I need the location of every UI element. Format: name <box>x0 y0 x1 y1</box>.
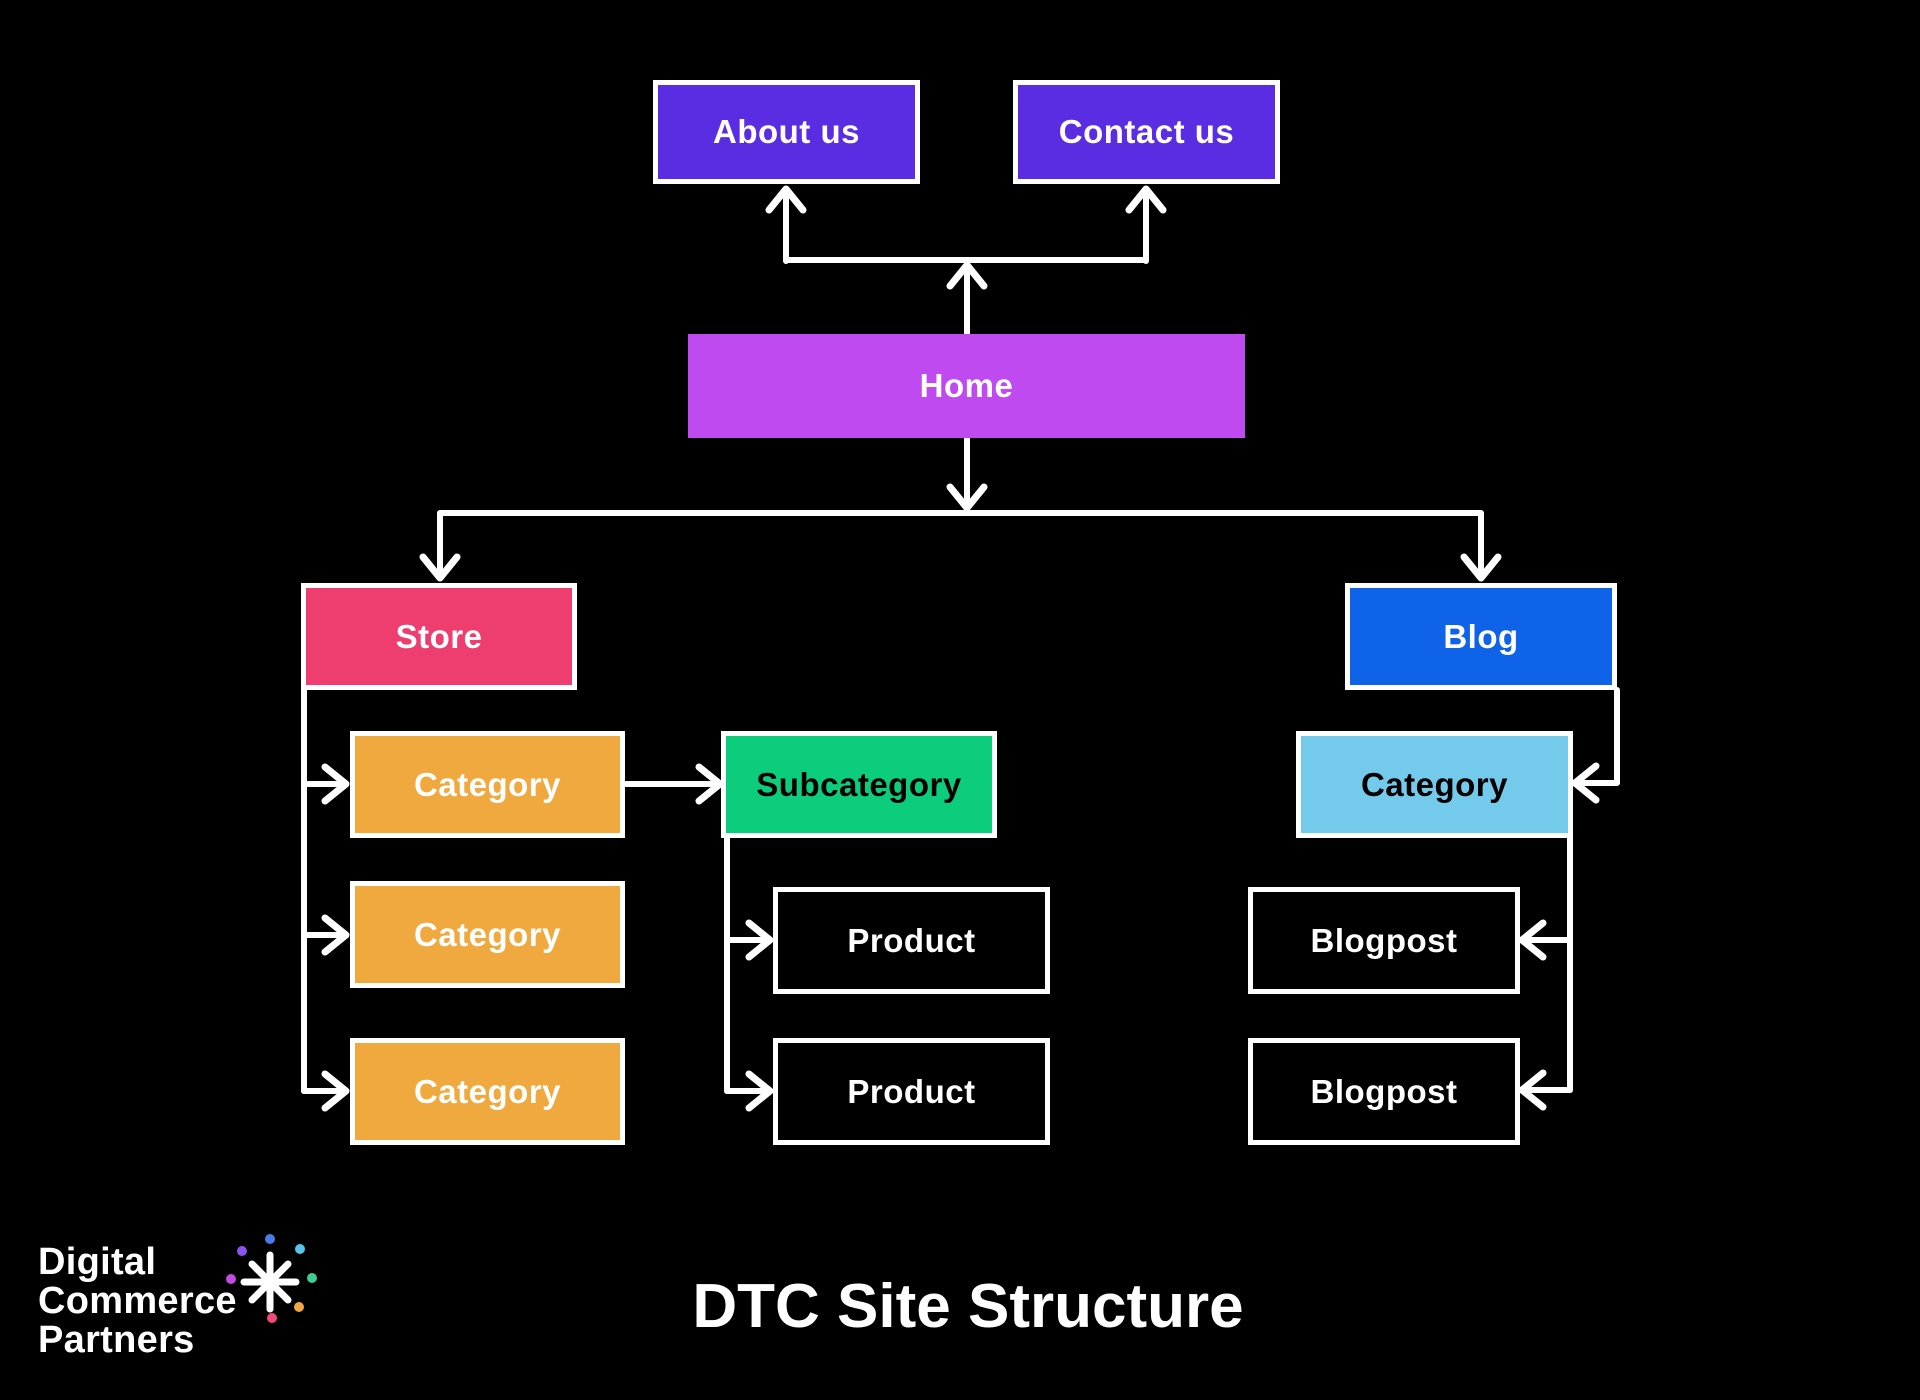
node-home: Home <box>688 334 1245 438</box>
logo-digital-commerce-partners: Digital Commerce Partners <box>38 1243 237 1360</box>
logo-line-3: Partners <box>38 1319 195 1361</box>
connector-blog-elbow <box>1578 687 1620 786</box>
arrowhead-down-store <box>419 553 461 582</box>
node-blog: Blog <box>1345 583 1617 690</box>
arrowhead-left-blogpost1 <box>1518 919 1547 961</box>
logo-line-1: Digital <box>38 1241 157 1283</box>
logo-dot-top-left-violet <box>237 1246 247 1256</box>
node-blog-category: Category <box>1296 731 1573 838</box>
arrowhead-up-contact <box>1125 185 1167 214</box>
asterisk-arms <box>240 1251 300 1313</box>
node-blogpost-2: Blogpost <box>1248 1038 1520 1145</box>
logo-dot-left-magenta <box>226 1274 236 1284</box>
arrowhead-right-product2 <box>745 1070 774 1112</box>
arrowhead-up-junction <box>946 261 988 290</box>
logo-dot-top-blue <box>265 1234 275 1244</box>
logo-line-2: Commerce <box>38 1280 237 1322</box>
node-subcategory: Subcategory <box>721 731 997 838</box>
logo-dot-right-green <box>307 1273 317 1283</box>
node-product-2: Product <box>773 1038 1050 1145</box>
node-store: Store <box>301 583 577 690</box>
node-store-category-3: Category <box>350 1038 625 1145</box>
arrowhead-left-blogpost2 <box>1518 1069 1547 1111</box>
logo-dot-bottom-pink <box>267 1313 277 1323</box>
page-title: DTC Site Structure <box>692 1272 1244 1341</box>
node-blogpost-1: Blogpost <box>1248 887 1520 994</box>
arrowhead-right-category3 <box>321 1070 350 1112</box>
arrowhead-right-category1 <box>321 763 350 805</box>
asterisk-starburst-icon <box>226 1234 317 1323</box>
node-about-us: About us <box>653 80 920 184</box>
node-contact-us: Contact us <box>1013 80 1280 184</box>
connector-group <box>301 185 1620 1112</box>
arrowhead-left-blog-category <box>1571 762 1600 804</box>
arrowhead-right-category2 <box>321 914 350 956</box>
node-store-category-2: Category <box>350 881 625 988</box>
arrowhead-right-subcategory <box>695 763 724 805</box>
arrowhead-right-product1 <box>745 919 774 961</box>
arrowhead-down-blog <box>1460 553 1502 582</box>
arrowhead-up-about <box>765 185 807 214</box>
logo-dot-bottom-right-orange <box>294 1302 304 1312</box>
arrowhead-down-branch <box>946 483 988 512</box>
node-product-1: Product <box>773 887 1050 994</box>
logo-dot-top-right-cyan <box>295 1244 305 1254</box>
node-store-category-1: Category <box>350 731 625 838</box>
